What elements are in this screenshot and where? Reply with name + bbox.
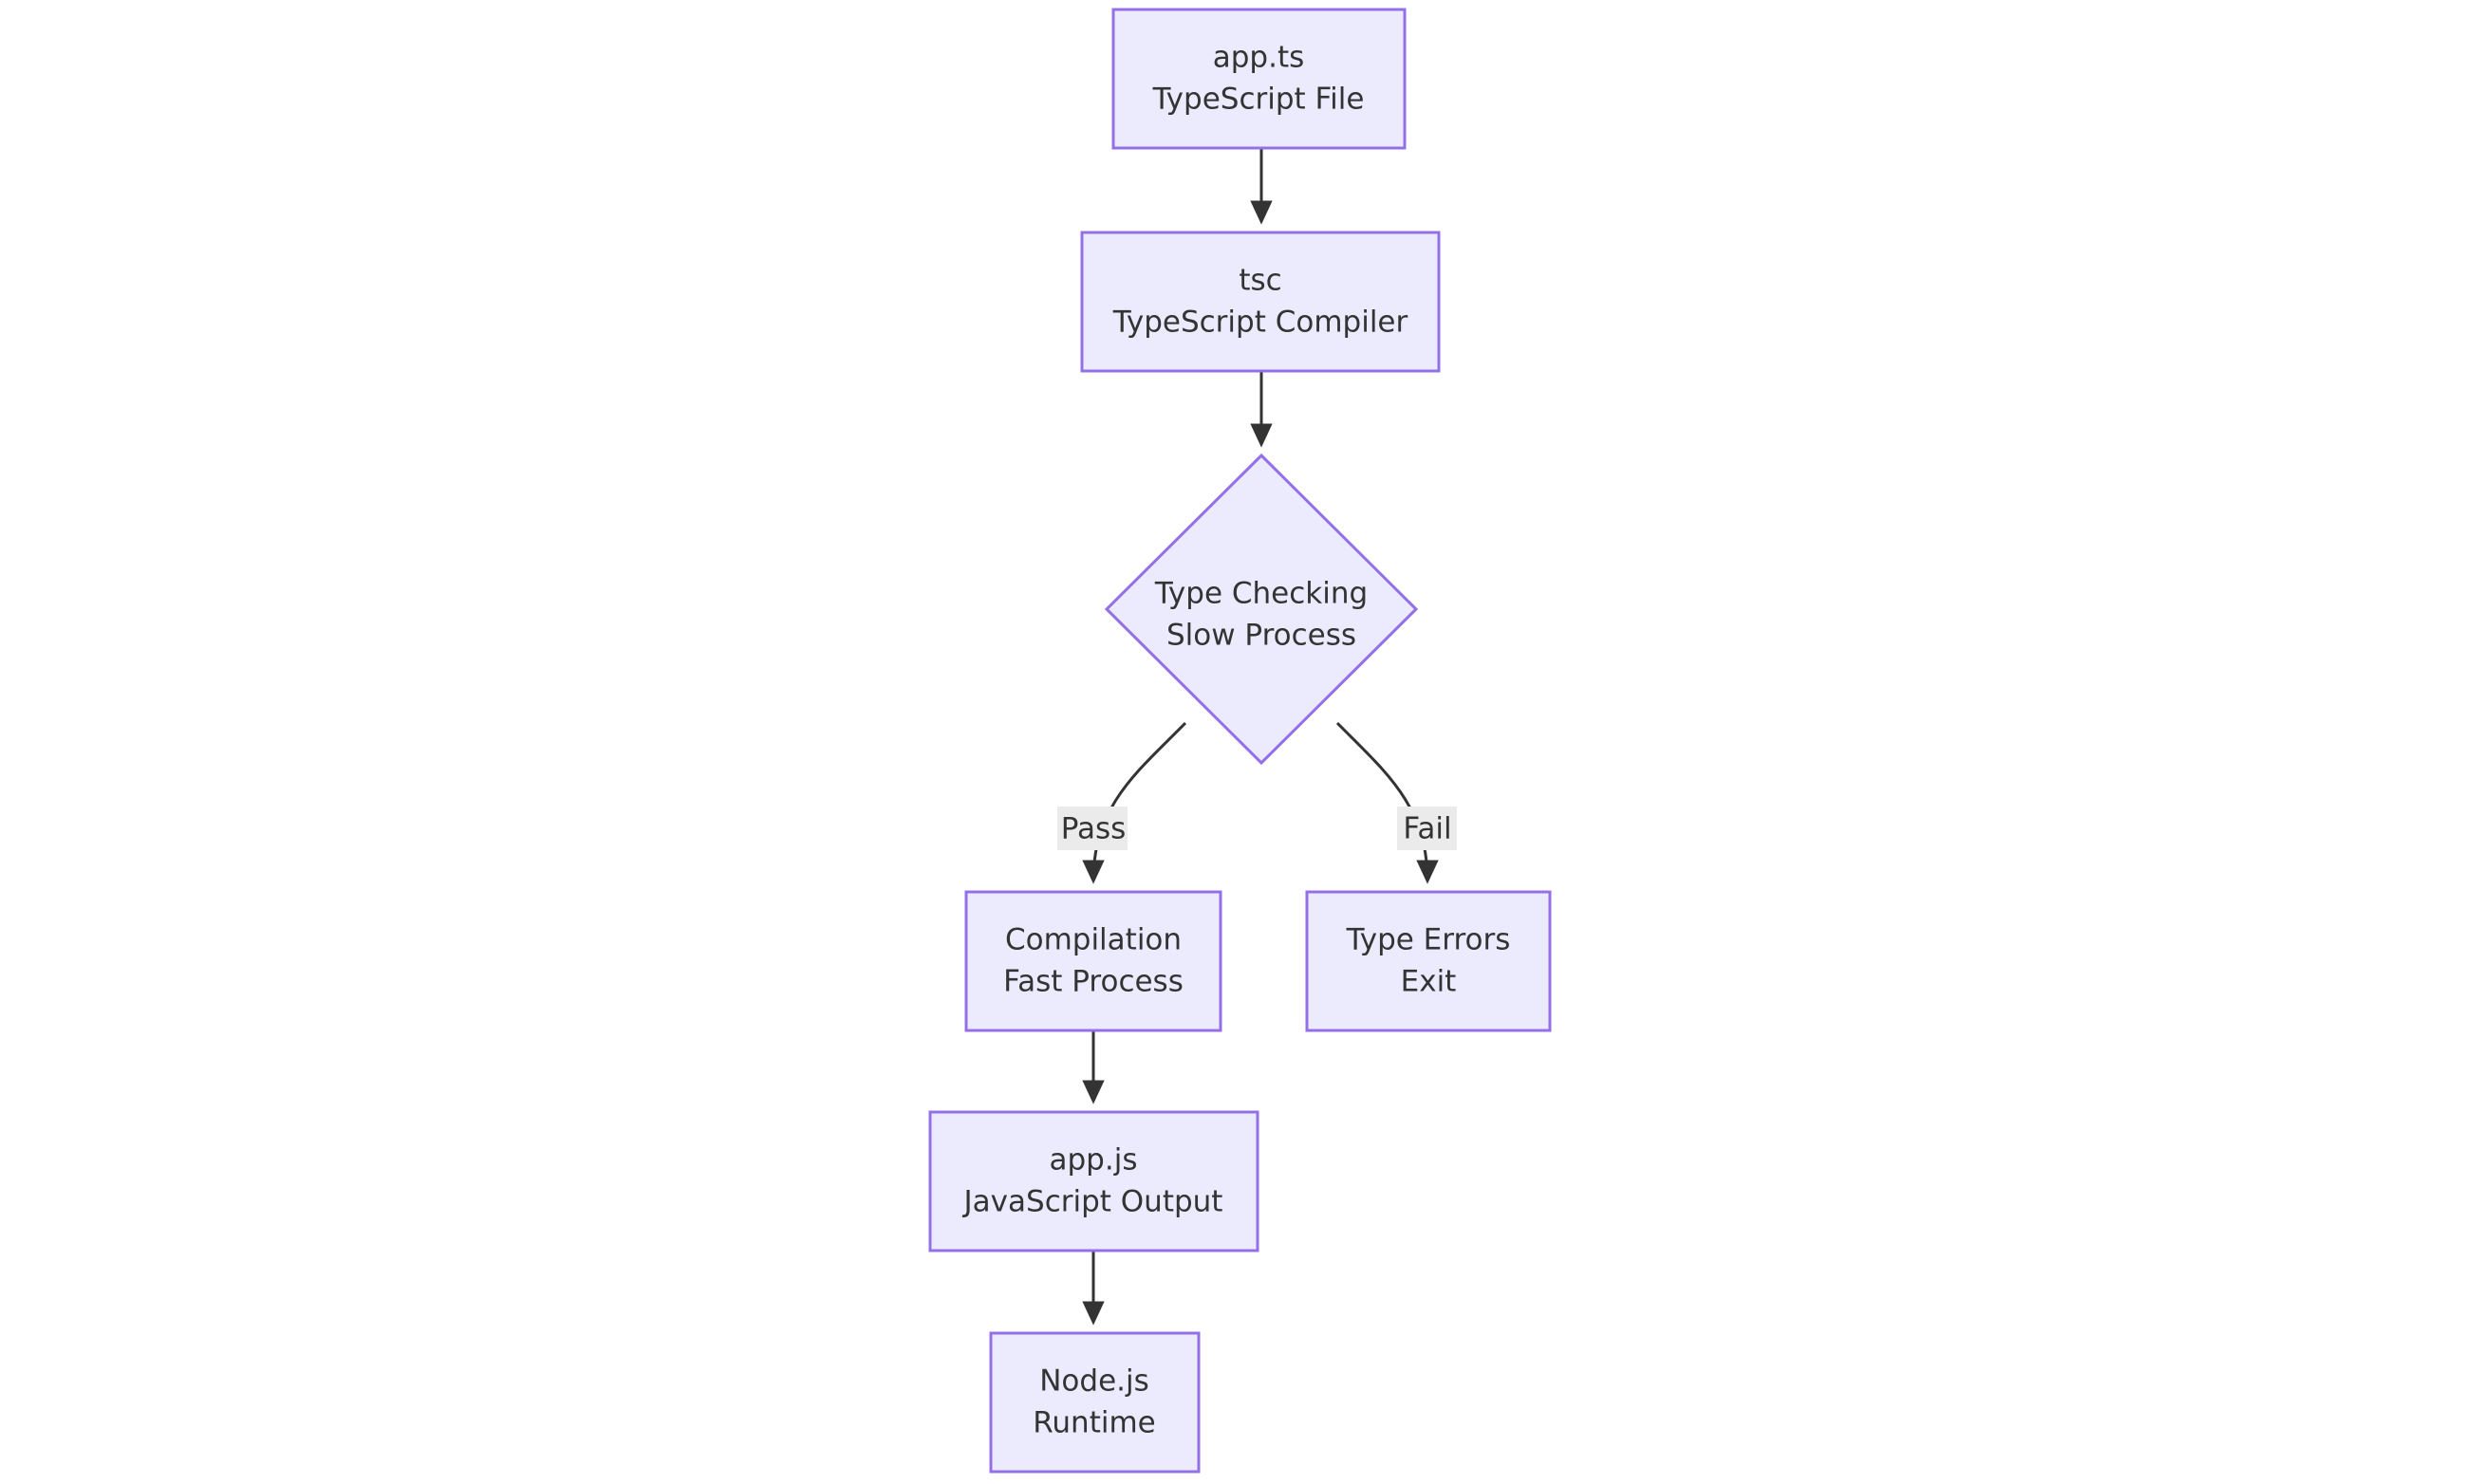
nodes-layer: app.ts TypeScript File tsc TypeScript Co… <box>928 8 1552 1474</box>
node-compilation-shape[interactable] <box>964 890 1222 1032</box>
node-nodejs-line1: Node.js <box>1039 1364 1149 1399</box>
node-app-ts-line1: app.ts <box>1213 41 1305 75</box>
node-type-checking[interactable]: Type Checking Slow Process <box>1104 453 1419 766</box>
node-compilation[interactable]: Compilation Fast Process <box>964 890 1222 1032</box>
node-tsc-line1: tsc <box>1239 264 1281 298</box>
edge-label-fail-text: Fail <box>1403 812 1451 846</box>
node-tsc-shape[interactable] <box>1080 231 1441 373</box>
node-tsc-line2: TypeScript Compiler <box>1112 306 1408 340</box>
node-type-checking-shape[interactable] <box>1104 453 1419 766</box>
node-nodejs-shape[interactable] <box>989 1331 1201 1474</box>
edge-label-fail: Fail <box>1397 807 1457 850</box>
edge-label-pass-bg <box>1057 807 1128 850</box>
node-app-js-line1: app.js <box>1050 1143 1138 1178</box>
node-app-js-line2: JavaScript Output <box>962 1185 1223 1219</box>
edge-type_checking-to-type_errors <box>1335 721 1439 884</box>
node-app-js-shape[interactable] <box>928 1110 1259 1252</box>
node-type-checking-line1: Type Checking <box>1154 577 1368 611</box>
edges-layer <box>1082 148 1439 1326</box>
edge-labels-layer: Pass Fail <box>1057 807 1457 850</box>
edge-label-fail-bg <box>1397 807 1457 850</box>
node-compilation-line2: Fast Process <box>1003 965 1184 999</box>
node-type-errors-line2: Exit <box>1401 965 1457 999</box>
node-type-errors-line1: Type Errors <box>1346 923 1511 957</box>
edge-type_checking-to-compilation <box>1082 721 1187 884</box>
node-type-errors[interactable]: Type Errors Exit <box>1305 890 1552 1032</box>
node-tsc[interactable]: tsc TypeScript Compiler <box>1080 231 1441 373</box>
node-compilation-line1: Compilation <box>1005 923 1182 957</box>
edge-label-pass-text: Pass <box>1061 812 1127 846</box>
node-nodejs[interactable]: Node.js Runtime <box>989 1331 1201 1474</box>
node-app-ts-shape[interactable] <box>1111 8 1407 150</box>
node-type-errors-shape[interactable] <box>1305 890 1552 1032</box>
node-nodejs-line2: Runtime <box>1033 1406 1155 1440</box>
node-app-ts[interactable]: app.ts TypeScript File <box>1111 8 1407 150</box>
node-app-ts-line2: TypeScript File <box>1152 83 1365 117</box>
node-type-checking-line2: Slow Process <box>1166 619 1356 653</box>
edge-label-pass: Pass <box>1057 807 1128 850</box>
node-app-js[interactable]: app.js JavaScript Output <box>928 1110 1259 1252</box>
